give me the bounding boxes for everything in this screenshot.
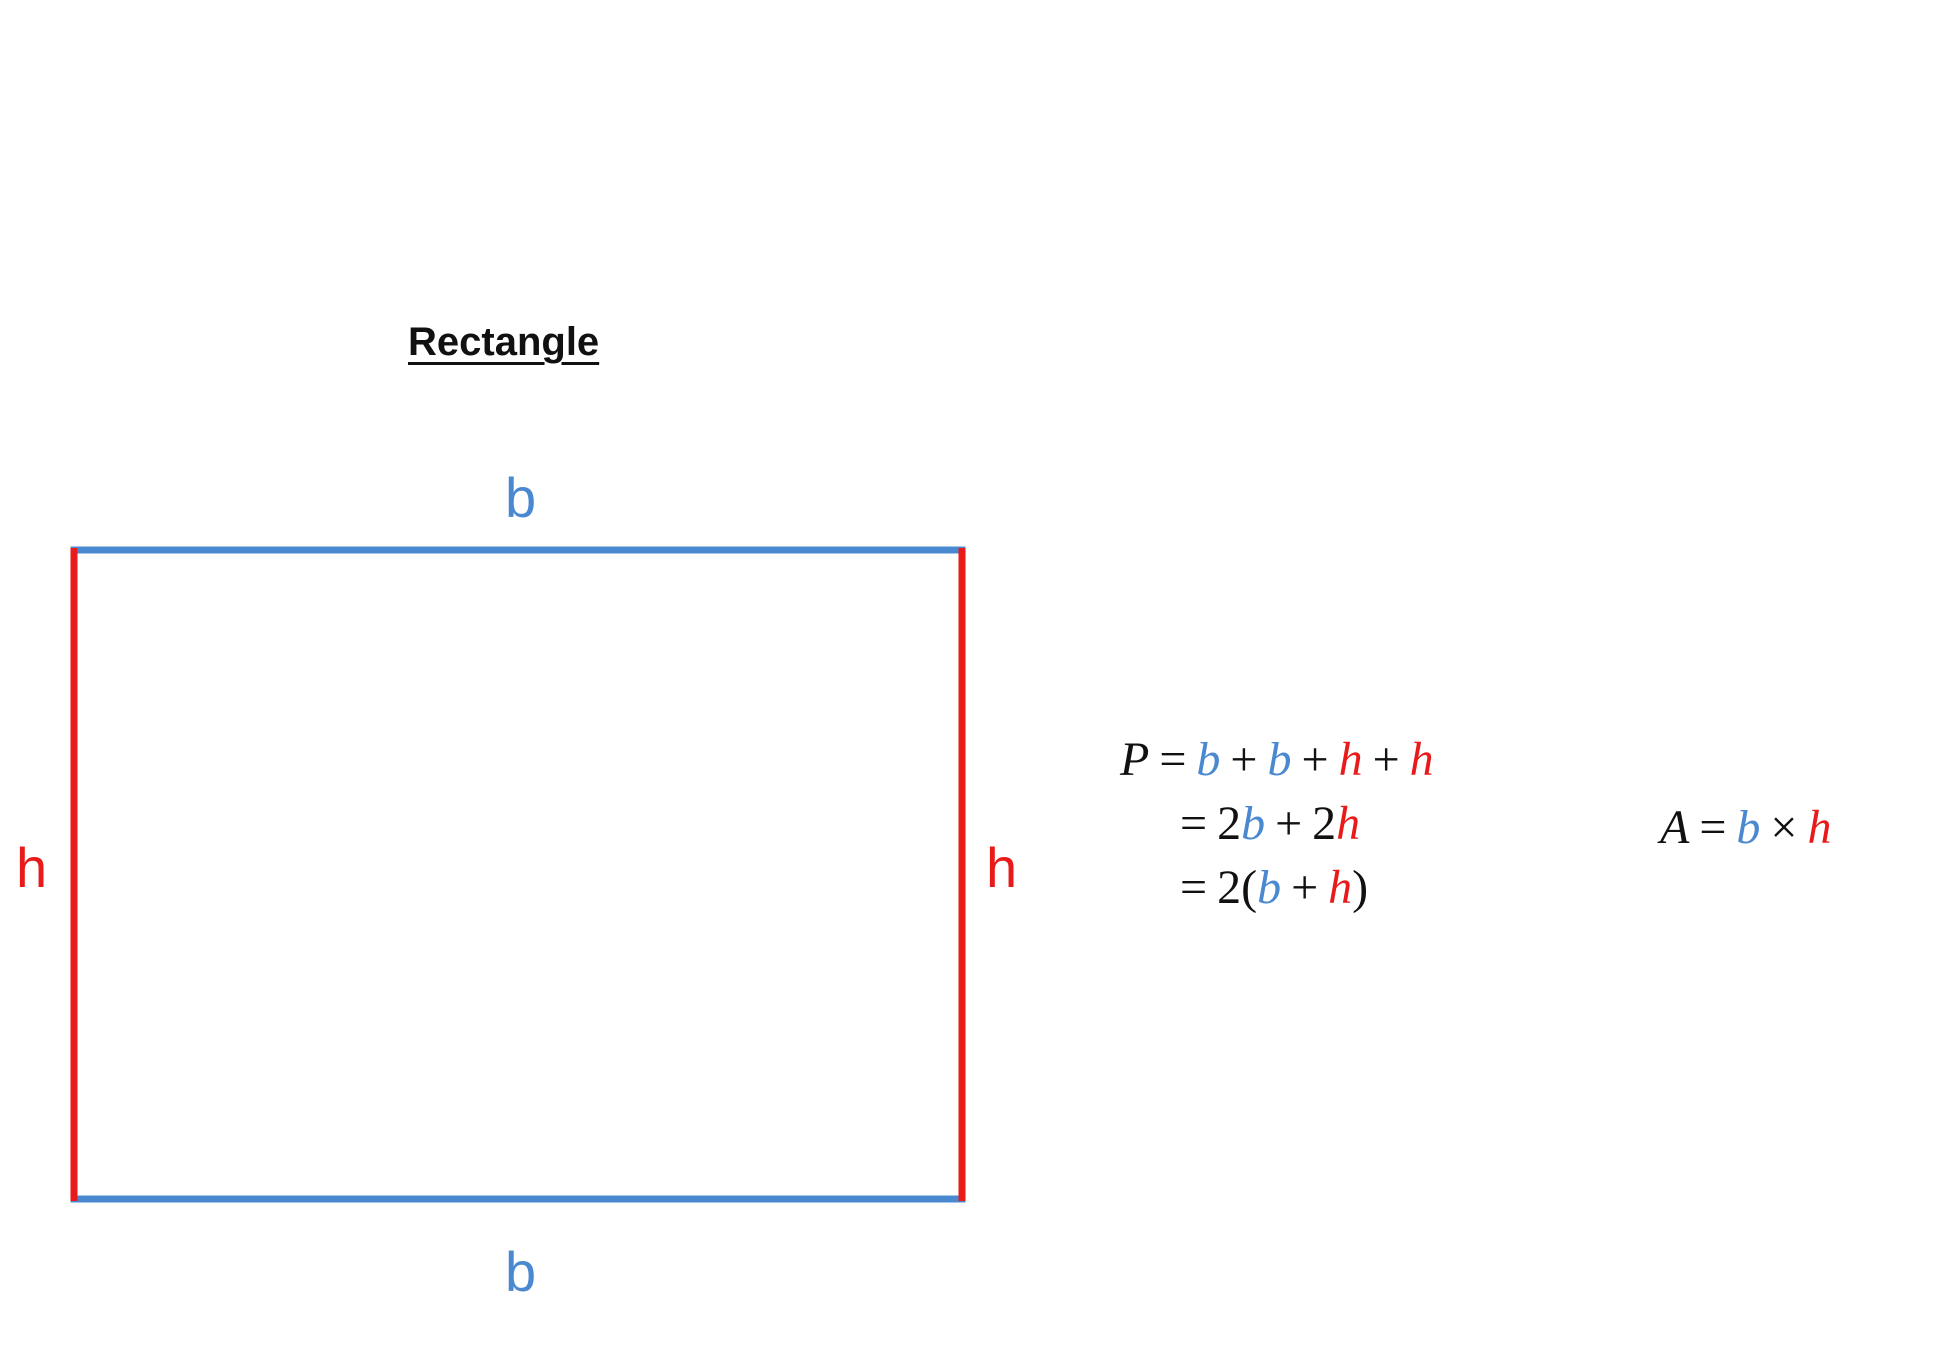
perimeter-formula-line-1: P=b+b+h+h [1120, 736, 1434, 784]
open-parenthesis: ( [1241, 861, 1258, 914]
plus-sign: + [1230, 733, 1258, 786]
top-side-label: b [505, 466, 537, 529]
base-variable: b [1196, 733, 1221, 786]
coefficient: 2 [1217, 861, 1242, 914]
coefficient: 2 [1217, 797, 1242, 850]
times-sign: × [1770, 801, 1798, 854]
height-variable: h [1409, 733, 1434, 786]
plus-sign: + [1291, 861, 1319, 914]
left-side-label: h [16, 836, 48, 899]
perimeter-formula-line-3: =2(b+h) [1170, 864, 1368, 912]
area-formula: A=b×h [1660, 804, 1831, 852]
height-variable: h [1328, 861, 1353, 914]
height-variable: h [1336, 797, 1361, 850]
equals-sign: = [1699, 801, 1727, 854]
coefficient: 2 [1312, 797, 1337, 850]
base-variable: b [1267, 733, 1292, 786]
right-side-label: h [986, 836, 1018, 899]
diagram-title: Rectangle [408, 320, 600, 364]
base-variable: b [1257, 861, 1282, 914]
bottom-side-label: b [505, 1240, 537, 1303]
height-variable: h [1338, 733, 1363, 786]
perimeter-formula-line-2: =2b+2h [1170, 800, 1360, 848]
base-variable: b [1736, 801, 1761, 854]
equals-sign: = [1180, 861, 1208, 914]
perimeter-symbol: P [1120, 733, 1150, 786]
plus-sign: + [1301, 733, 1329, 786]
equals-sign: = [1180, 797, 1208, 850]
close-parenthesis: ) [1352, 861, 1369, 914]
plus-sign: + [1372, 733, 1400, 786]
equals-sign: = [1159, 733, 1187, 786]
base-variable: b [1241, 797, 1266, 850]
plus-sign: + [1275, 797, 1303, 850]
area-symbol: A [1660, 801, 1690, 854]
height-variable: h [1807, 801, 1832, 854]
